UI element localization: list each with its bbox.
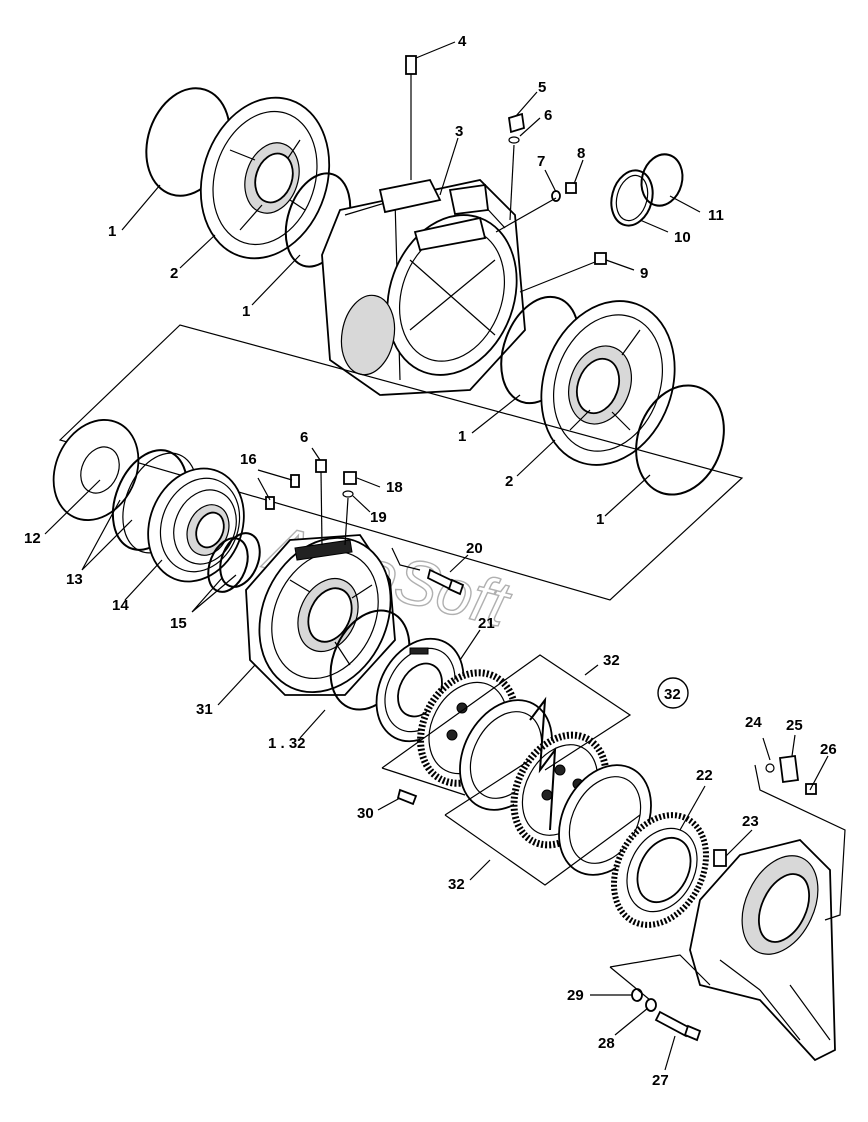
label-9: 9 <box>640 265 648 282</box>
washer-19 <box>342 490 354 498</box>
bolt-27 <box>654 1010 692 1038</box>
label-4: 4 <box>458 33 467 50</box>
label-21: 21 <box>478 615 495 632</box>
assembly-frame-upper <box>58 324 744 601</box>
label-7: 7 <box>537 153 545 170</box>
plug-5 <box>508 112 525 134</box>
assembly-frames-lower <box>381 654 846 1001</box>
reference-circle-32 <box>657 677 689 709</box>
label-32-circled: 32 <box>664 686 681 703</box>
flange-upper-right <box>540 300 676 466</box>
set-screw-16a <box>290 474 300 488</box>
callout-labels: 4 3 5 6 7 8 11 10 9 1 2 1 1 2 1 16 6 18 … <box>24 33 837 1089</box>
label-8: 8 <box>577 145 585 162</box>
set-screw-16b <box>265 496 275 510</box>
middle-assembly <box>52 419 836 1062</box>
part-8 <box>565 182 577 194</box>
label-1-c: 1 <box>458 428 466 445</box>
plug-18 <box>343 471 357 485</box>
leader-lines-upper <box>121 41 701 517</box>
label-25: 25 <box>786 717 803 734</box>
label-23: 23 <box>742 813 759 830</box>
label-22: 22 <box>696 767 713 784</box>
leader-lines-lower <box>44 447 829 1071</box>
screw-30 <box>396 788 418 806</box>
label-6-lower: 6 <box>300 429 308 446</box>
label-6-upper: 6 <box>544 107 552 124</box>
washer-28 <box>645 998 657 1012</box>
label-1-d: 1 <box>596 511 604 528</box>
upper-assembly <box>145 55 725 496</box>
part-9 <box>594 252 607 265</box>
label-31: 31 <box>196 701 213 718</box>
label-20: 20 <box>466 540 483 557</box>
label-26: 26 <box>820 741 837 758</box>
flange-upper-left <box>199 96 331 260</box>
label-18: 18 <box>386 479 403 496</box>
label-13: 13 <box>66 571 83 588</box>
axle-housing <box>689 839 836 1062</box>
label-10: 10 <box>674 229 691 246</box>
label-3: 3 <box>455 123 463 140</box>
break-line <box>529 696 557 831</box>
label-11: 11 <box>708 207 724 224</box>
label-1-a: 1 <box>108 223 116 240</box>
label-14: 14 <box>112 597 129 614</box>
bolt-20 <box>426 568 465 596</box>
label-1-b: 1 <box>242 303 250 320</box>
ring-gear-22 <box>610 812 710 928</box>
label-30: 30 <box>357 805 374 822</box>
hub-14 <box>147 467 245 583</box>
label-1-32: 1 . 32 <box>268 735 306 752</box>
o-ring-15b <box>219 532 261 588</box>
label-19: 19 <box>370 509 387 526</box>
label-15: 15 <box>170 615 187 632</box>
screw-4 <box>405 55 417 180</box>
plug-6-lower <box>315 459 327 473</box>
ring-11 <box>640 153 684 207</box>
label-27: 27 <box>652 1072 669 1089</box>
o-ring-upper-right-outer <box>635 384 725 496</box>
label-29: 29 <box>567 987 584 1004</box>
carrier-31 <box>245 534 396 696</box>
label-24: 24 <box>745 714 762 731</box>
label-12: 12 <box>24 530 41 547</box>
label-2-b: 2 <box>505 473 513 490</box>
bracket-24-25-26 <box>765 754 817 795</box>
label-16: 16 <box>240 451 257 468</box>
washer-6-upper <box>508 136 520 144</box>
label-28: 28 <box>598 1035 615 1052</box>
label-2-a: 2 <box>170 265 178 282</box>
main-housing <box>321 178 526 396</box>
washer-12 <box>52 419 140 521</box>
label-5: 5 <box>538 79 546 96</box>
washer-29 <box>631 988 643 1002</box>
label-32-b: 32 <box>448 876 465 893</box>
label-32-a: 32 <box>603 652 620 669</box>
fitting-23 <box>713 849 727 867</box>
